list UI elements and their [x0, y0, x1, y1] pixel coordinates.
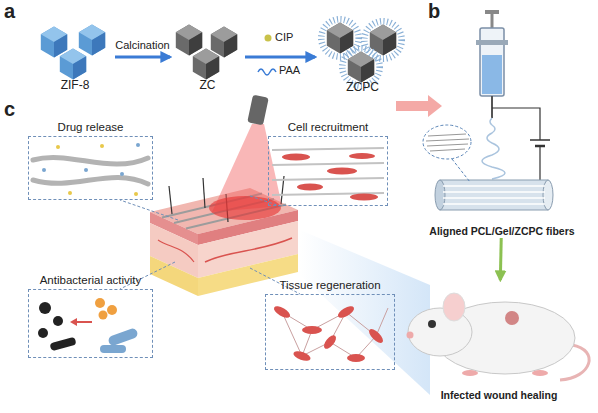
arrow-label: Calcination	[115, 39, 169, 51]
node-caption: Infected wound healing	[405, 389, 593, 402]
dashed-frame	[268, 136, 388, 206]
panel-heading: Antibacterial activity	[28, 273, 153, 287]
node-caption: ZIF-8	[35, 79, 115, 92]
zcpc-crystals	[321, 19, 401, 85]
component-label: PAA	[279, 64, 300, 76]
cell-recruitment-art	[272, 148, 384, 201]
particle-group: ZCPC	[315, 20, 410, 94]
panel-letter: b	[428, 0, 440, 23]
process-arrow	[499, 238, 503, 280]
function-panel: Antibacterial activity	[28, 273, 153, 358]
electrospinning-setup	[423, 10, 553, 210]
process-arrow	[245, 56, 315, 59]
mouse	[407, 293, 590, 380]
function-panel: Tissue regeneration	[265, 278, 395, 370]
drug-release-art	[33, 143, 148, 196]
node-caption: Aligned PCL/Gel/ZCPC fibers	[412, 225, 592, 238]
particle-group: ZIF-8	[35, 22, 115, 92]
paa-chain	[258, 69, 276, 75]
function-panel: Cell recruitment	[268, 120, 388, 206]
panel-letter: a	[4, 0, 15, 23]
cip-dot	[265, 35, 272, 42]
component-label: CIP	[275, 31, 293, 43]
antibacterial-art	[38, 298, 139, 353]
dashed-frame	[265, 294, 395, 370]
function-panel: Drug release	[28, 120, 153, 200]
particle-group: ZC	[170, 22, 245, 92]
mouse-model: Infected wound healing	[405, 280, 593, 402]
dashed-frame	[28, 136, 153, 200]
leader-lines	[120, 196, 300, 294]
tissue-regeneration-art	[272, 304, 388, 363]
laser	[209, 95, 282, 220]
zc-crystals	[176, 25, 237, 80]
fiber-collector: Aligned PCL/Gel/ZCPC fibers	[412, 168, 592, 238]
node-caption: ZC	[170, 79, 245, 92]
process-arrow	[115, 56, 170, 59]
panel-letter: c	[4, 98, 15, 121]
panel-heading: Tissue regeneration	[265, 278, 395, 292]
panel-heading: Cell recruitment	[268, 120, 388, 134]
dashed-frame	[28, 289, 153, 358]
glow-band	[300, 230, 430, 395]
node-caption: ZCPC	[315, 81, 410, 94]
zif8-crystals	[41, 25, 105, 80]
panel-heading: Drug release	[28, 120, 153, 134]
transfer-arrow	[396, 95, 442, 117]
